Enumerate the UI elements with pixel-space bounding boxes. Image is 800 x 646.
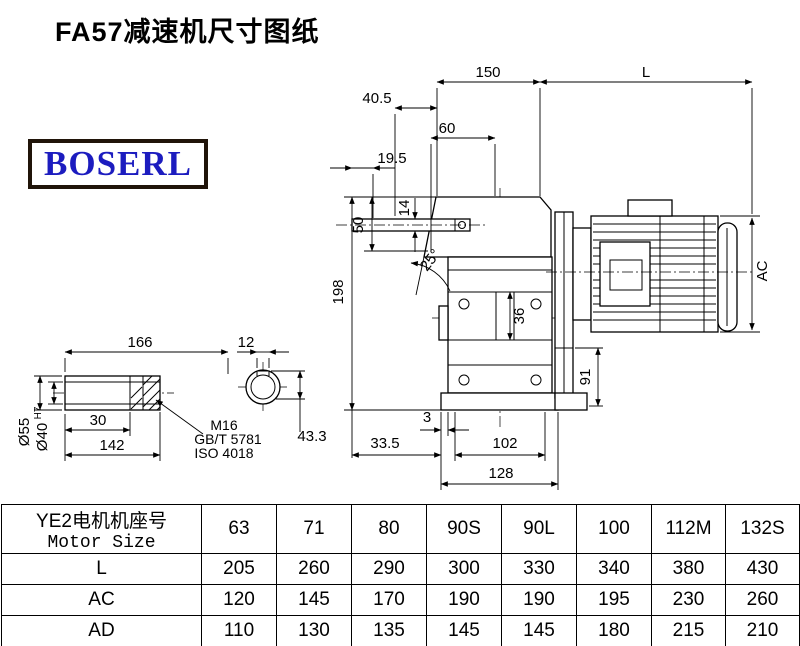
value-cell: 300 <box>426 553 502 585</box>
value-cell: 340 <box>576 553 652 585</box>
dim-40-5-label: 40.5 <box>362 90 391 107</box>
dim-150-label: 150 <box>475 64 500 81</box>
value-cell: 190 <box>426 584 502 616</box>
value-cell: 195 <box>576 584 652 616</box>
dim-36: 36 <box>507 291 528 341</box>
dim-dia40-label: Ø40 <box>34 423 51 451</box>
value-cell: 110 <box>201 615 277 646</box>
value-cell: 135 <box>351 615 427 646</box>
dim-50-label: 50 <box>350 217 367 234</box>
row-label-L: L <box>1 553 202 585</box>
dim-19-5: 19.5 <box>330 150 407 218</box>
motor-size-table: YE2电机机座号 Motor Size 63 71 80 90S 90L 100… <box>1 504 800 646</box>
value-cell: 380 <box>651 553 726 585</box>
value-cell: 145 <box>501 615 577 646</box>
brand-logo: BOSERL <box>28 139 208 189</box>
dim-128: 128 <box>440 412 559 490</box>
value-cell: 330 <box>501 553 577 585</box>
dim-166-label: 166 <box>127 334 152 351</box>
col-header-90s: 90S <box>426 504 502 554</box>
dim-12-label: 12 <box>238 334 255 351</box>
col-header-90l: 90L <box>501 504 577 554</box>
shaft-detail-view <box>53 375 174 411</box>
dim-AC-label: AC <box>754 260 771 281</box>
page-title: FA57减速机尺寸图纸 <box>55 17 320 47</box>
brand-logo-text: BOSERL <box>44 144 192 183</box>
dim-40-5: 40.5 <box>362 90 438 216</box>
value-cell: 145 <box>276 584 352 616</box>
row-label-AC: AC <box>1 584 202 616</box>
value-cell: 170 <box>351 584 427 616</box>
dim-166: 166 <box>64 334 229 374</box>
dim-128-label: 128 <box>488 465 513 482</box>
value-cell: 215 <box>651 615 726 646</box>
dim-43-3-label: 43.3 <box>297 428 326 445</box>
col-header-112m: 112M <box>651 504 726 554</box>
col-header-100: 100 <box>576 504 652 554</box>
dim-19-5-label: 19.5 <box>377 150 406 167</box>
dim-150: 150 <box>436 64 541 196</box>
table-row-AD: AD 110 130 135 145 145 180 215 210 <box>1 615 800 646</box>
dim-L: L <box>539 64 753 214</box>
dim-14: 14 <box>396 198 418 252</box>
value-cell: 190 <box>501 584 577 616</box>
value-cell: 230 <box>651 584 726 616</box>
value-cell: 145 <box>426 615 502 646</box>
note-m16: M16 <box>210 417 237 433</box>
dim-33-5: 33.5 <box>351 435 442 458</box>
dim-60-label: 60 <box>439 120 456 137</box>
gearbox-front-view <box>336 188 568 430</box>
shaft-section-view <box>238 362 290 414</box>
table-row-L: L 205 260 290 300 330 340 380 430 <box>1 553 800 585</box>
dim-3-label: 3 <box>423 409 431 426</box>
dim-198-label: 198 <box>330 279 347 304</box>
header-motor-size-cell: YE2电机机座号 Motor Size <box>1 504 202 554</box>
note-iso4018: ISO 4018 <box>194 445 253 461</box>
header-motor-size-en: Motor Size <box>47 532 156 553</box>
table-header-row: YE2电机机座号 Motor Size 63 71 80 90S 90L 100… <box>1 504 800 554</box>
dim-198: 198 <box>330 196 441 458</box>
col-header-80: 80 <box>351 504 427 554</box>
dim-142-label: 142 <box>99 437 124 454</box>
dim-dia55: Ø55 <box>16 375 62 446</box>
motor-side-view <box>546 199 752 411</box>
dim-12: 12 <box>237 334 289 368</box>
value-cell: 290 <box>351 553 427 585</box>
dim-102: 102 <box>454 412 546 461</box>
value-cell: 120 <box>201 584 277 616</box>
col-header-132s: 132S <box>725 504 800 554</box>
dim-91-label: 91 <box>577 369 594 386</box>
value-cell: 210 <box>725 615 800 646</box>
value-cell: 260 <box>725 584 800 616</box>
table-row-AC: AC 120 145 170 190 190 195 230 260 <box>1 584 800 616</box>
value-cell: 180 <box>576 615 652 646</box>
dim-36-label: 36 <box>511 308 528 325</box>
dim-102-label: 102 <box>492 435 517 452</box>
dim-60: 60 <box>430 120 496 252</box>
gearbox-dimension-drawing: 150 L 40.5 60 19.5 14 <box>16 64 771 490</box>
value-cell: 205 <box>201 553 277 585</box>
dim-dia40-tolerance: H7 <box>33 406 44 419</box>
row-label-AD: AD <box>1 615 202 646</box>
dim-142: 142 <box>64 412 161 461</box>
header-motor-size-cn: YE2电机机座号 <box>36 510 167 532</box>
col-header-63: 63 <box>201 504 277 554</box>
value-cell: 430 <box>725 553 800 585</box>
dim-3: 3 <box>420 409 469 436</box>
note-gbt5781: GB/T 5781 <box>194 431 262 447</box>
dim-L-label: L <box>642 64 650 81</box>
dim-33-5-label: 33.5 <box>370 435 399 452</box>
note-bolt-spec: M16 GB/T 5781 ISO 4018 <box>155 399 262 461</box>
dim-30: 30 <box>64 412 131 436</box>
col-header-71: 71 <box>276 504 352 554</box>
dim-30-label: 30 <box>90 412 107 429</box>
dim-AC: AC <box>720 215 771 333</box>
value-cell: 260 <box>276 553 352 585</box>
dim-91: 91 <box>575 347 603 407</box>
dim-dia40: Ø40 H7 <box>33 381 63 451</box>
dim-43-3: 43.3 <box>271 370 327 445</box>
dim-14-label: 14 <box>396 200 413 217</box>
value-cell: 130 <box>276 615 352 646</box>
dim-dia55-label: Ø55 <box>16 418 33 446</box>
